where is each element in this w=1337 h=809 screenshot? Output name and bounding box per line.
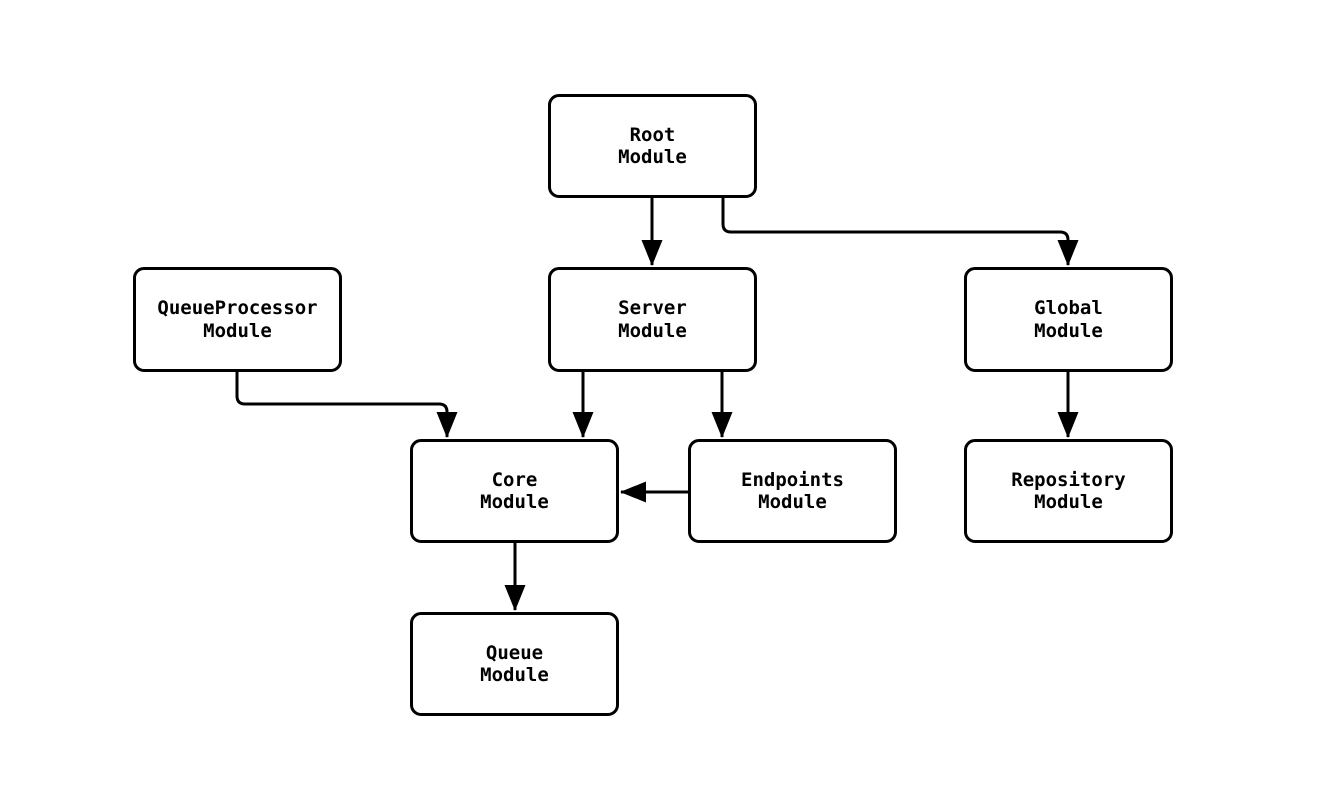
node-root-module: Root Module (548, 94, 757, 198)
edge-root-to-global (721, 198, 1079, 266)
edge-group (235, 198, 1079, 611)
node-server-module: Server Module (548, 267, 757, 372)
node-queueprocessor-module: QueueProcessor Module (133, 267, 342, 372)
node-global-module: Global Module (964, 267, 1173, 372)
node-core-module: Core Module (410, 439, 619, 543)
node-endpoints-module: Endpoints Module (688, 439, 897, 543)
edge-queueprocessor-to-core (235, 372, 458, 438)
node-queue-module: Queue Module (410, 612, 619, 716)
node-repository-module: Repository Module (964, 439, 1173, 543)
